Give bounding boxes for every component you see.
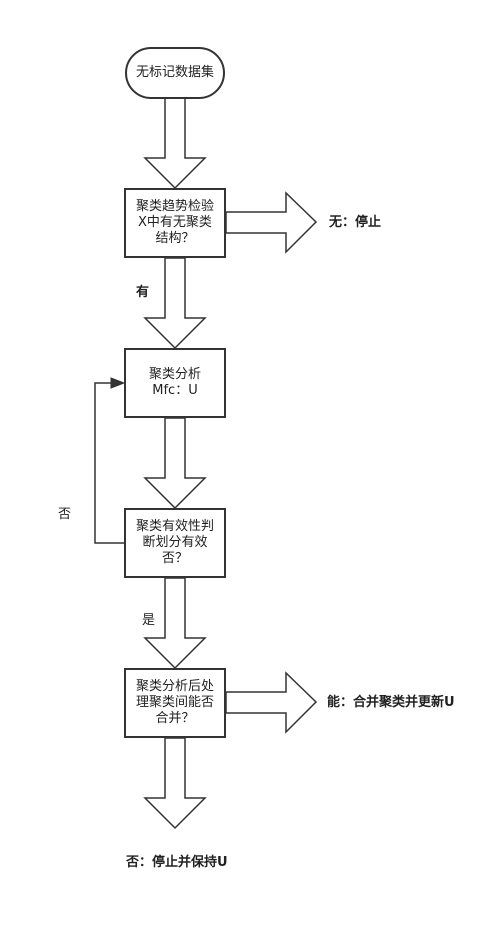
validity-check-node: 聚类有效性判 断划分有效 否？ xyxy=(124,508,226,578)
arrow-start-to-tendency xyxy=(143,97,207,190)
arrow-analysis-to-validity xyxy=(143,417,207,510)
cluster-analysis-node: 聚类分析 Mfc：U xyxy=(124,348,226,418)
label-has: 有 xyxy=(136,285,150,300)
start-node: 无标记数据集 xyxy=(125,47,225,99)
arrow-validity-to-postprocess xyxy=(143,577,207,670)
label-yes: 是 xyxy=(142,613,156,628)
arrow-tendency-to-analysis xyxy=(143,257,207,350)
label-no-loop: 否 xyxy=(58,507,72,522)
arrow-tendency-to-stop xyxy=(225,191,318,254)
postprocess-node: 聚类分析后处 理聚类间能否 合并？ xyxy=(124,668,226,738)
label-can-merge: 能：合并聚类并更新U xyxy=(327,695,455,710)
loop-arrowhead xyxy=(110,377,126,389)
label-cannot-merge: 否：停止并保持U xyxy=(126,855,228,870)
label-no-stop: 无：停止 xyxy=(329,215,382,230)
arrow-postprocess-to-keep xyxy=(143,737,207,830)
loop-connector xyxy=(94,382,125,544)
tendency-test-node: 聚类趋势检验 X中有无聚类 结构？ xyxy=(124,188,226,258)
arrow-postprocess-to-merge xyxy=(225,671,318,734)
